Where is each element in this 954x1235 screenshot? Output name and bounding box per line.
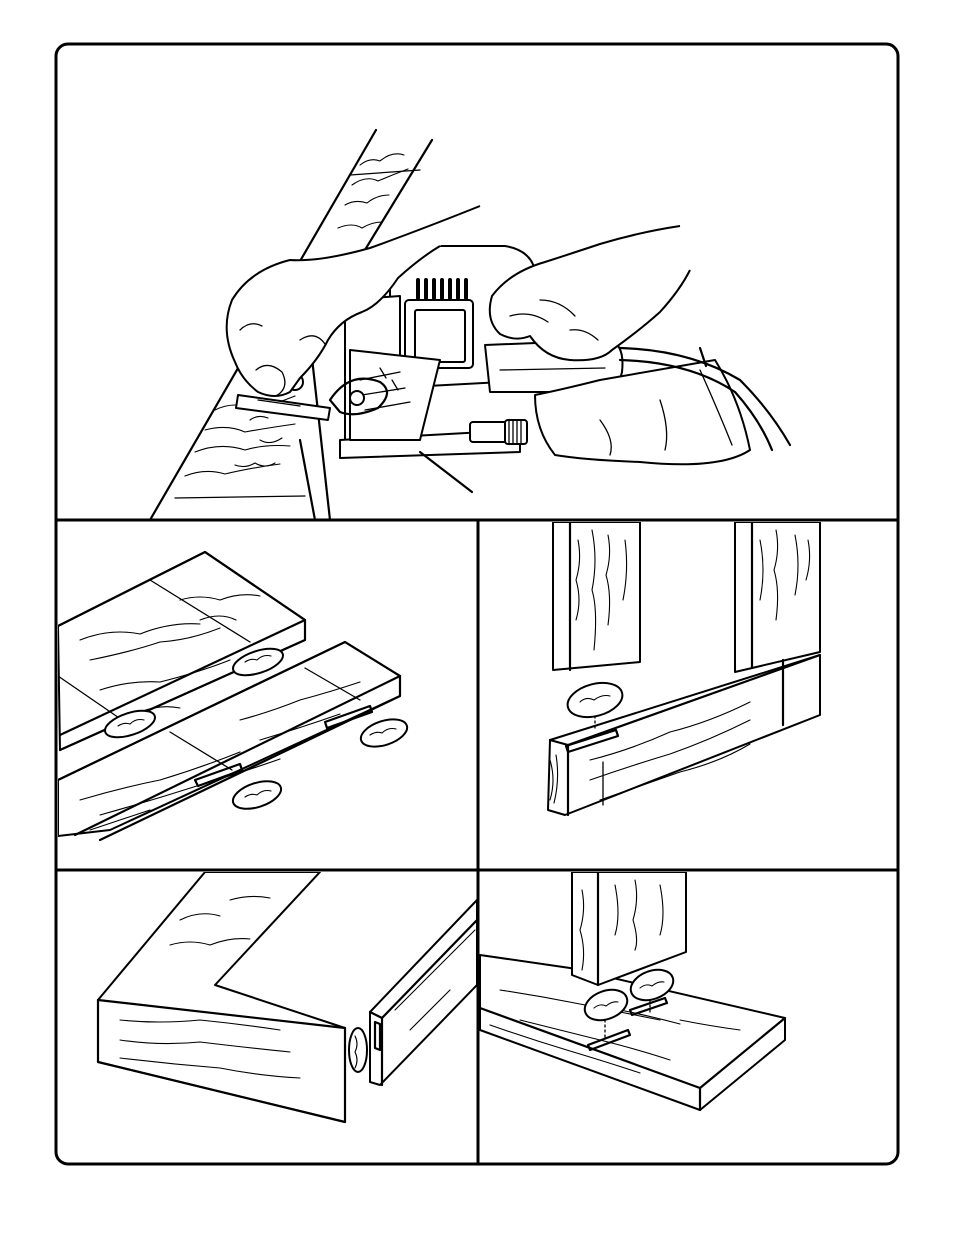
mitered-piece [370,900,477,1085]
panel-t-joint-frame [548,522,820,815]
right-upright [735,522,820,672]
panel-edge-to-edge-joint [58,552,411,840]
left-upright [553,522,640,670]
panel-miter-joint [98,872,477,1122]
biscuit-icon [349,1028,367,1072]
horizontal-rail [548,655,820,815]
panel-panel-to-shelf-joint [480,872,785,1110]
mitered-frame [98,872,345,1122]
panel-plate-joiner-in-use [150,130,790,520]
shelf-board [480,955,785,1110]
vertical-panel [572,872,686,985]
